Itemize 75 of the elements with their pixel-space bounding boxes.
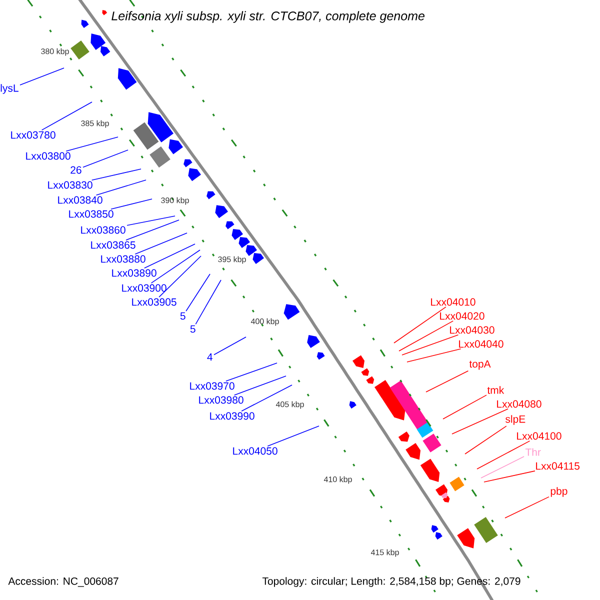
leader-line xyxy=(134,232,188,254)
leader-line xyxy=(406,348,462,362)
tick-label: 385 kbp xyxy=(81,120,109,128)
gene-label: Lxx04030 xyxy=(450,326,494,334)
title: Leifsonia xyli subsp. xyli str. CTCB07, complete genome xyxy=(112,11,424,23)
leader-line xyxy=(91,168,142,180)
gene-label: Lxx03900 xyxy=(122,284,166,292)
gene-label: Lxx04115 xyxy=(536,462,580,470)
gene-label: slpE xyxy=(506,415,526,425)
gene-label: Lxx03865 xyxy=(91,241,136,249)
leader-line xyxy=(126,220,180,240)
leader-line xyxy=(480,456,524,478)
tick-label: 410 kbp xyxy=(324,476,352,484)
gene-label: Lxx03860 xyxy=(81,226,126,234)
gene-label: Lxx03905 xyxy=(132,298,176,306)
gene-label: 4 xyxy=(207,353,212,361)
leader-line xyxy=(476,440,530,470)
tick-label: 380 kbp xyxy=(41,48,69,56)
gene-label: Lxx03980 xyxy=(199,396,244,404)
leader-line xyxy=(234,376,286,396)
leader-line xyxy=(402,334,459,356)
leader-line xyxy=(82,150,128,168)
tick-label: 415 kbp xyxy=(370,549,399,557)
gene-label: Lxx04080 xyxy=(497,400,542,408)
gene-label: tmk xyxy=(487,386,504,394)
accession-note: Accession: NC_006087 xyxy=(8,577,118,587)
gene-label: Lxx03850 xyxy=(69,210,114,218)
gene-label: Lxx03830 xyxy=(48,181,92,189)
gene-label: Lxx03880 xyxy=(101,255,146,263)
leader-line xyxy=(186,274,210,312)
gene-label: lysL xyxy=(0,84,18,94)
leader-line xyxy=(241,384,292,412)
gene-label: Lxx03890 xyxy=(112,269,156,277)
leader-line xyxy=(394,306,446,344)
leader-line xyxy=(126,216,176,226)
leader-line xyxy=(66,136,118,152)
gene-label: Lxx04050 xyxy=(233,447,278,455)
leader-line xyxy=(452,408,508,434)
gene-label: Lxx03990 xyxy=(210,412,254,420)
leader-line xyxy=(20,68,64,86)
gene-label: Lxx04020 xyxy=(440,312,484,320)
leader-line xyxy=(144,244,196,268)
leader-line xyxy=(464,426,507,454)
gene-label: pbp xyxy=(550,487,568,497)
leader-line xyxy=(398,320,454,352)
tick-label: 390 kbp xyxy=(161,197,189,205)
leader-line xyxy=(226,362,278,382)
gene-label: Lxx03780 xyxy=(11,131,56,139)
tick-label: 405 kbp xyxy=(276,401,304,409)
gene-label: 5 xyxy=(180,312,186,320)
leader-line xyxy=(110,198,152,210)
leader-line xyxy=(426,370,469,392)
gene-label: Lxx03840 xyxy=(58,196,102,204)
gene-label: Thr xyxy=(525,448,541,456)
leader-line xyxy=(442,394,487,420)
leader-line xyxy=(150,250,200,284)
gene-label: 26 xyxy=(70,166,82,174)
gene-label: 5 xyxy=(190,325,196,333)
leader-line xyxy=(96,180,146,196)
gene-label: Lxx03800 xyxy=(26,152,70,160)
leader-line xyxy=(195,280,222,325)
gene-label: Lxx04100 xyxy=(517,432,562,440)
tick-label: 400 kbp xyxy=(250,318,279,326)
gene-label: topA xyxy=(469,360,491,370)
leader-line xyxy=(214,336,246,356)
tick-label: 395 kbp xyxy=(218,256,246,264)
leader-line xyxy=(158,256,202,298)
leader-line xyxy=(267,426,320,446)
genome-info-note: Topology: circular; Length: 2,584,158 bp; Genes: 2,079 xyxy=(262,577,520,587)
gene-label: Lxx03970 xyxy=(190,382,234,390)
gene-label: Lxx04010 xyxy=(431,298,476,306)
gene-label: Lxx04040 xyxy=(459,340,504,348)
leader-line xyxy=(484,470,536,482)
leader-line xyxy=(41,102,92,130)
leader-line xyxy=(504,496,550,518)
